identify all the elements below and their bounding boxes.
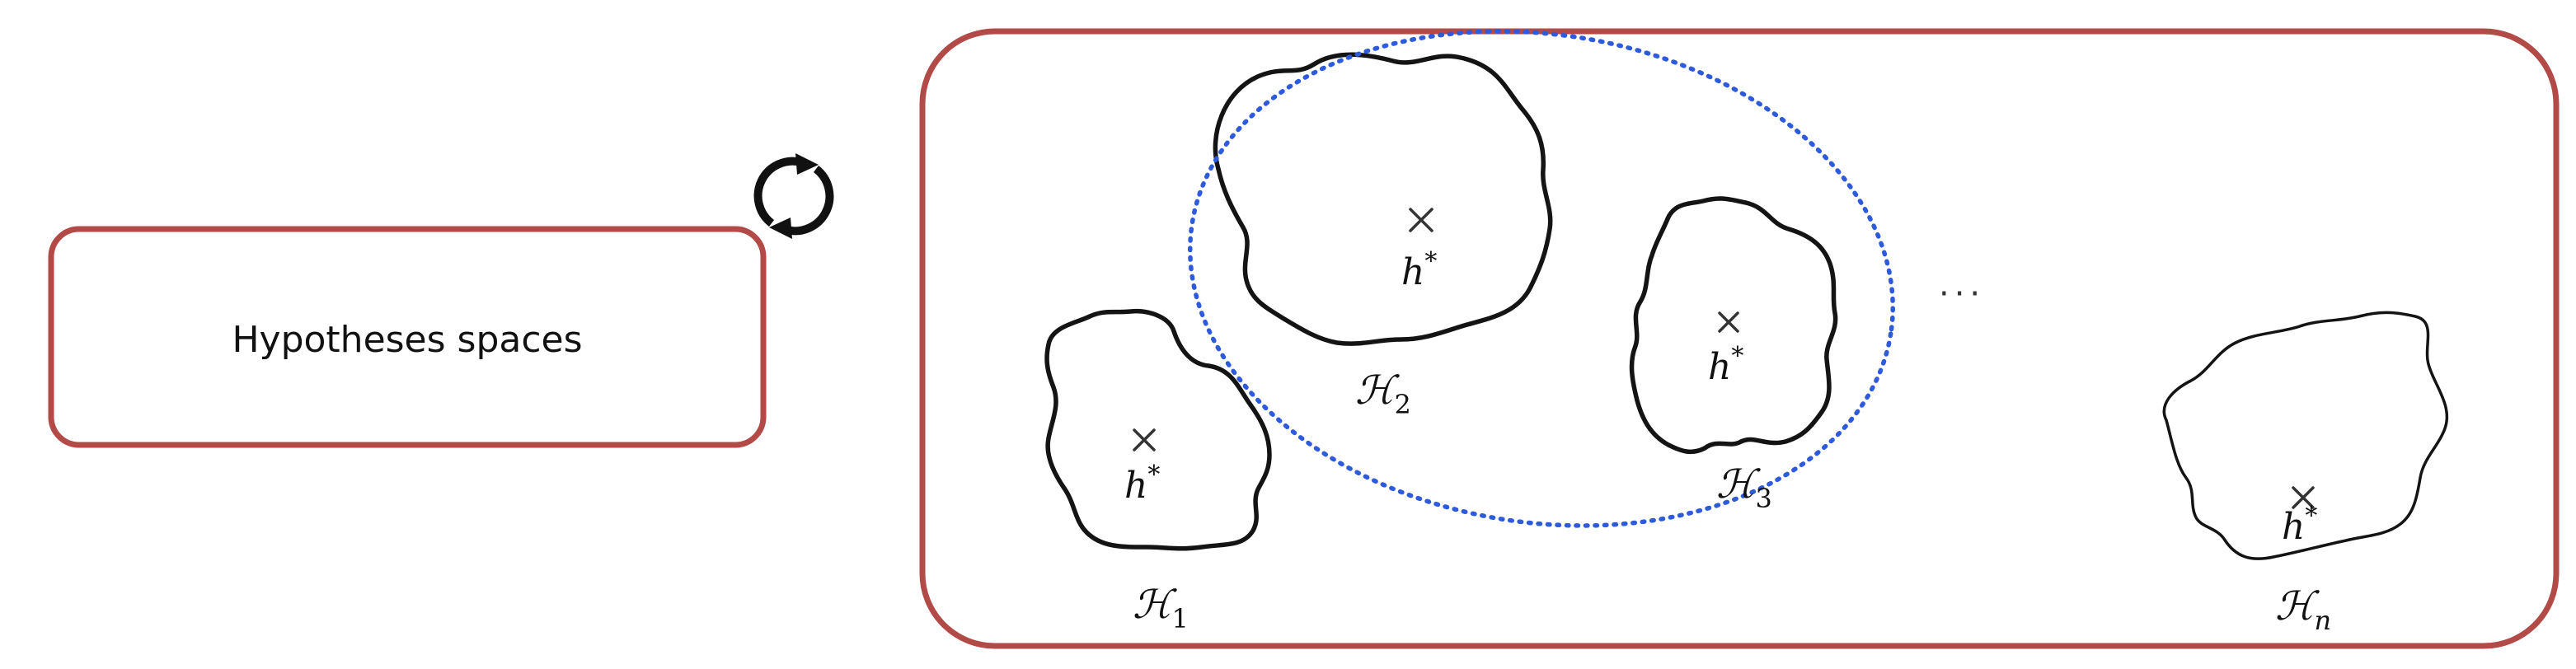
space-2-label: ℋ2 <box>1355 367 1411 420</box>
space-2-optimum-label: h* <box>1401 247 1437 293</box>
space-3-region <box>1629 196 1838 455</box>
space-3-optimum-label: h* <box>1708 342 1743 388</box>
space-1-label: ℋ1 <box>1133 582 1189 634</box>
space-n-optimum-label: h* <box>2282 502 2317 548</box>
space-2-region <box>1213 52 1553 346</box>
space-n-optimum-marker <box>2292 486 2315 509</box>
space-1-optimum-label: h* <box>1124 461 1160 507</box>
space-n-label: ℋn <box>2275 583 2331 636</box>
hypotheses-container <box>919 28 2560 649</box>
more-spaces-ellipsis: ··· <box>1939 275 1985 313</box>
hypotheses-spaces-label: Hypotheses spaces <box>232 319 582 361</box>
refresh-cycle-icon <box>753 153 834 239</box>
space-3-optimum-marker <box>1718 311 1739 333</box>
grouping-ellipse <box>1188 29 1895 528</box>
space-1-optimum-marker <box>1133 428 1156 451</box>
space-2-optimum-marker <box>1409 208 1433 232</box>
space-3-label: ℋ3 <box>1716 461 1772 514</box>
space-n-region <box>2162 311 2449 560</box>
space-1-region <box>1044 308 1272 551</box>
hypotheses-spaces-box <box>48 226 767 448</box>
